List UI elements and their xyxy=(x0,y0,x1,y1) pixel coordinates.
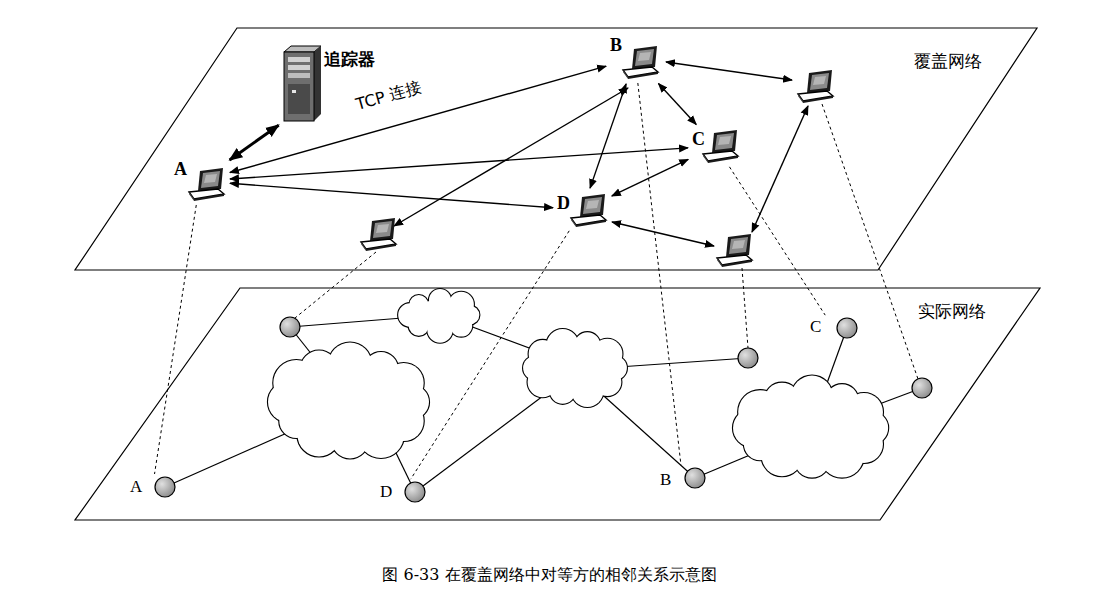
peer-letter: C xyxy=(810,318,821,337)
tcp-connection xyxy=(230,148,688,179)
cloud-fill xyxy=(792,376,833,417)
tcp-arrow xyxy=(394,88,628,226)
cloud-fill xyxy=(449,292,474,317)
cloud-puff xyxy=(547,329,579,361)
peer-laptop: A xyxy=(172,158,228,204)
host-c xyxy=(837,318,857,338)
peer-laptop: D xyxy=(555,190,610,230)
tracker-server xyxy=(284,46,321,121)
cloud-fill xyxy=(592,339,622,369)
server-bay xyxy=(288,57,310,62)
peer-letter: A xyxy=(130,478,142,497)
laptop-icon xyxy=(623,46,658,79)
dashed-line xyxy=(295,252,376,318)
cloud-puff xyxy=(409,295,428,314)
host-node: D xyxy=(378,480,427,504)
physical-links xyxy=(165,315,922,492)
peer-letter: B xyxy=(660,471,671,490)
host-node: B xyxy=(658,466,707,492)
plane-label: 实际网络 xyxy=(918,302,986,321)
server-bay xyxy=(288,73,310,78)
cloud xyxy=(733,376,888,478)
routers xyxy=(155,317,932,502)
cloud-puff xyxy=(792,376,833,417)
laptop-icon xyxy=(717,234,752,267)
clouds xyxy=(268,289,888,478)
laptops xyxy=(189,46,833,267)
tcp-connection xyxy=(658,83,696,124)
host-d xyxy=(405,482,425,502)
peer-letter: D xyxy=(380,483,392,502)
cloud xyxy=(268,343,429,459)
tcp-arrow xyxy=(612,222,714,246)
cloud-fill xyxy=(427,317,452,342)
peer-letter: B xyxy=(610,36,622,56)
laptop-icon xyxy=(798,70,833,103)
cloud-puff xyxy=(384,363,424,403)
cloud-puff xyxy=(845,393,883,431)
physical-plane xyxy=(75,288,1040,520)
router xyxy=(738,348,758,368)
cloud-puff xyxy=(450,315,472,337)
host-a xyxy=(155,477,175,497)
tcp-arrow xyxy=(666,62,792,80)
mapping-line xyxy=(411,231,569,479)
cloud-fill xyxy=(547,329,579,361)
mapping-line xyxy=(638,83,681,465)
cloud-fill xyxy=(450,315,472,337)
peer-laptop: C xyxy=(690,126,742,166)
dashed-line xyxy=(742,268,748,348)
tracker-label: 追踪器 xyxy=(324,50,375,69)
dashed-mapping-lines xyxy=(295,104,918,379)
cloud-puff xyxy=(427,317,452,342)
host-node: C xyxy=(808,316,859,340)
cloud-puff xyxy=(571,375,603,407)
overlay-plane xyxy=(75,28,1037,270)
tcp-connection xyxy=(590,84,626,188)
cloud-fill xyxy=(429,289,451,311)
tcp-connection xyxy=(230,125,279,160)
router xyxy=(912,378,932,398)
laptop-icon xyxy=(189,168,224,201)
laptop-icon xyxy=(571,194,606,227)
mapping-line xyxy=(729,167,825,315)
laptop-icon xyxy=(361,218,396,251)
cloud-fill xyxy=(409,295,428,314)
host-b xyxy=(685,468,705,488)
tracker-node: 追踪器 xyxy=(278,42,398,124)
link xyxy=(165,405,350,487)
cloud-fill xyxy=(571,375,603,407)
peer-letter: D xyxy=(557,194,570,214)
laptop-icon xyxy=(703,130,738,163)
peer-laptop: B xyxy=(608,34,662,82)
cloud-puff xyxy=(449,292,474,317)
plane-label: 覆盖网络 xyxy=(914,52,982,71)
cloud xyxy=(398,289,479,343)
dashed-line xyxy=(822,104,918,379)
cloud xyxy=(523,329,627,407)
cloud-fill xyxy=(384,363,424,403)
server-panel xyxy=(288,84,310,114)
server-bay xyxy=(288,65,310,70)
tcp-arrow xyxy=(752,106,808,232)
cloud-fill xyxy=(845,393,883,431)
cloud-puff xyxy=(429,289,451,311)
server-light xyxy=(292,90,296,93)
cloud-puff xyxy=(592,339,622,369)
server-side xyxy=(314,46,321,121)
mapping-line xyxy=(155,205,197,474)
peer-letter: C xyxy=(692,130,705,150)
peer-letter: A xyxy=(174,160,187,180)
figure-caption: 图 6-33 在覆盖网络中对等方的相邻关系示意图 xyxy=(382,566,716,584)
router xyxy=(280,317,300,337)
host-node: A xyxy=(128,475,177,499)
tcp-connection xyxy=(230,183,553,207)
server-front xyxy=(284,52,314,121)
